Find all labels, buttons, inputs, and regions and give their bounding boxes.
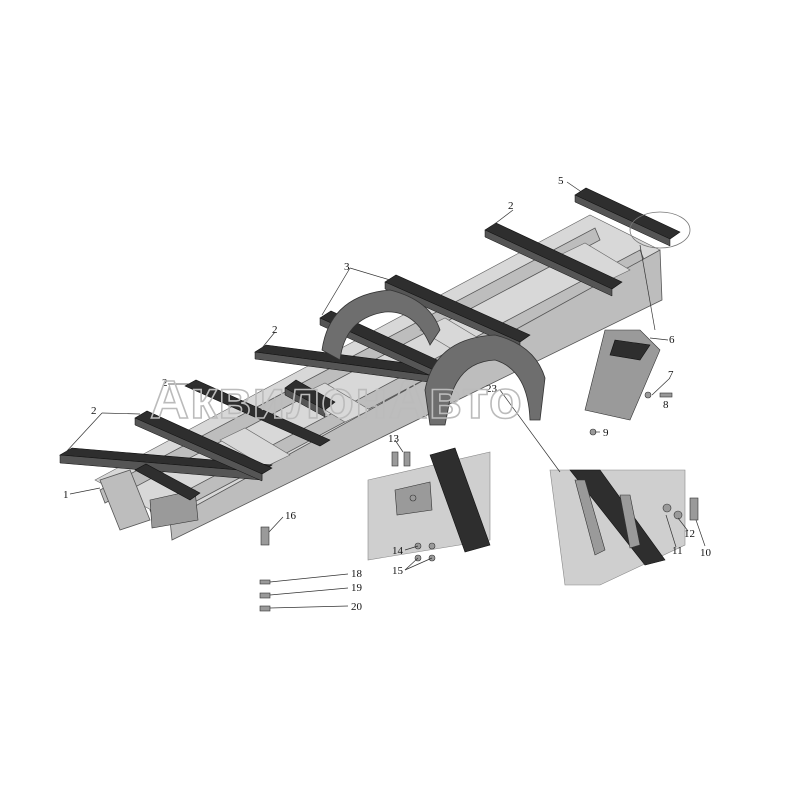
callout-2: 2 [162,377,168,389]
callout-2: 2 [272,324,278,336]
fender-rear [424,334,546,426]
callout-5: 5 [558,175,564,187]
watermark-text: АквилонАвто [150,370,523,430]
crossbar-3 [284,379,336,418]
callout-16: 16 [285,510,297,522]
callout-23: 23 [486,383,498,395]
callout-2: 2 [91,405,97,417]
callout-10: 10 [700,547,712,559]
callout-20: 20 [351,601,363,613]
detail-mount-right [549,469,699,586]
crossbar-6 [384,274,531,350]
detail-marker-ellipse [629,211,691,249]
callout-3: 3 [344,261,350,273]
crossbar-2 [134,410,273,482]
loose-fasteners [259,526,271,612]
callout-12: 12 [684,528,695,540]
callout-7: 7 [668,369,674,381]
callout-18: 18 [351,568,363,580]
callout-2: 2 [508,200,514,212]
fender-front [321,289,441,361]
callout-15: 15 [392,565,404,577]
callout-1: 1 [63,489,69,501]
crossbar-8 [574,187,681,247]
callout-11: 11 [672,545,683,557]
callout-19: 19 [351,582,363,594]
callout-13: 13 [388,433,400,445]
detail-bracket-6 [584,329,673,436]
crossbars [59,187,681,501]
fenders [321,289,546,426]
callout-9: 9 [603,427,609,439]
leader-lines [65,181,706,609]
callout-14: 14 [392,545,404,557]
callout-labels: 1 2 2 2 2 3 5 6 7 8 9 10 11 12 13 14 15 … [63,175,712,613]
callout-8: 8 [663,399,669,411]
detail-mount-left [367,447,491,562]
callout-6: 6 [669,334,675,346]
